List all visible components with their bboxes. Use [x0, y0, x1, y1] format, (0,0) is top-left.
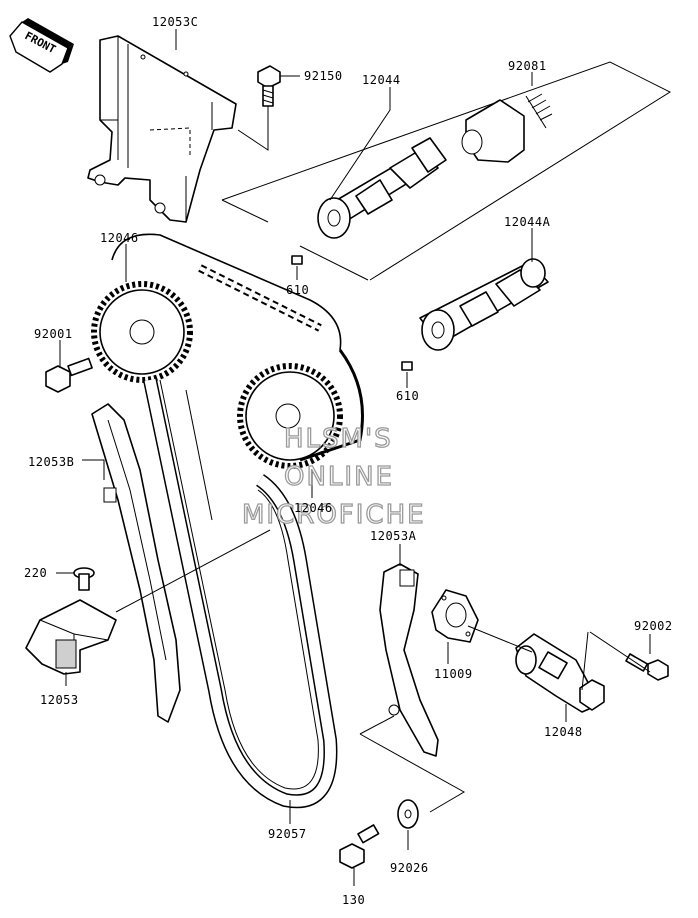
camshaft-12044: [317, 137, 447, 239]
leader-lines: [56, 29, 651, 886]
chain-upper-run: [111, 233, 342, 351]
label-11009: 11009: [434, 667, 473, 681]
label-92001: 92001: [34, 327, 73, 341]
bolt-130: [339, 824, 380, 869]
watermark-line-1: HLSM'S: [284, 424, 393, 454]
bolt-92001: [45, 357, 93, 393]
dowel-pin-610-a: [291, 255, 303, 265]
watermark-line-2: ONLINE: [284, 462, 394, 492]
label-130: 130: [342, 893, 365, 907]
chain-guide-12053b: [91, 403, 181, 723]
label-12046-mid: 12046: [294, 501, 333, 515]
watermark: HLSM'S ONLINE MICROFICHE: [241, 423, 426, 530]
tensioner-12048: [515, 633, 605, 713]
decompressor-parts-92081: [461, 93, 553, 163]
label-610-b: 610: [396, 389, 419, 403]
bolt-92002: [625, 653, 669, 681]
label-610-a: 610: [286, 283, 309, 297]
screw-220: [73, 567, 95, 591]
label-12053a: 12053A: [370, 529, 417, 543]
label-12048: 12048: [544, 725, 583, 739]
part-labels: 12053C 92150 12044 92081 12046 12044A 61…: [24, 15, 673, 907]
gasket-11009: [431, 589, 479, 643]
dowel-pin-610-b: [401, 361, 413, 371]
label-12046-top: 12046: [100, 231, 139, 245]
label-12053b: 12053B: [28, 455, 74, 469]
sprocket-upper-12046: [91, 281, 193, 383]
label-92002: 92002: [634, 619, 673, 633]
label-12044a: 12044A: [504, 215, 551, 229]
label-92026: 92026: [390, 861, 429, 875]
chain-guide-12053: [25, 599, 117, 675]
label-12044: 12044: [362, 73, 401, 87]
washer-92026: [397, 799, 419, 829]
label-92150: 92150: [304, 69, 343, 83]
label-92081: 92081: [508, 59, 547, 73]
chain-guide-12053a: [379, 563, 439, 757]
label-12053c: 12053C: [152, 15, 198, 29]
camshaft-12044a: [419, 258, 549, 351]
label-220: 220: [24, 566, 47, 580]
timing-chain-92057: [143, 349, 364, 809]
camshaft-assembly-box: [221, 61, 672, 281]
bolt-92150: [257, 65, 281, 107]
front-arrow-badge: FRONT: [9, 18, 74, 73]
watermark-line-3: MICROFICHE: [242, 500, 426, 530]
label-92057: 92057: [268, 827, 307, 841]
label-12053: 12053: [40, 693, 79, 707]
sprocket-lower-12046: [237, 363, 343, 469]
chain-guide-bracket-12053c: [87, 35, 237, 223]
